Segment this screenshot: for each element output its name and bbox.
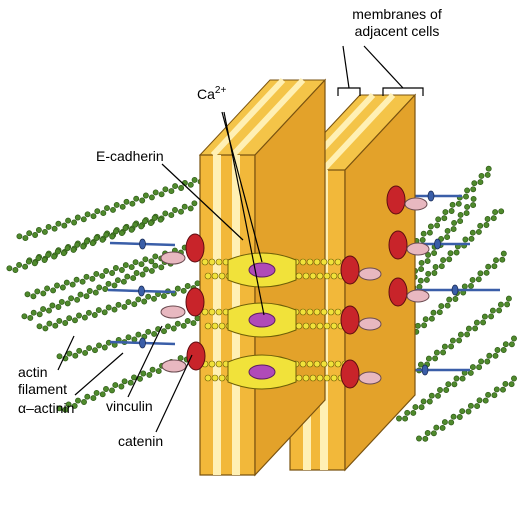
actin-filament-right (396, 335, 517, 422)
vinculin-label: vinculin (106, 398, 153, 414)
calcium-ion (248, 312, 276, 328)
actin-leader (57, 335, 75, 371)
membrane-leader-right (363, 45, 404, 89)
vinculin (160, 305, 186, 319)
calcium-ion (248, 364, 276, 380)
e-cadherin-dimer (201, 302, 352, 338)
vinculin (406, 289, 430, 303)
vinculin (406, 242, 430, 256)
actin-filament-left (56, 315, 201, 362)
catenin (388, 230, 408, 260)
vinculin (358, 267, 382, 281)
catenin-label: catenin (118, 433, 164, 449)
e-cadherin-dimer (201, 354, 352, 390)
actin-filament-left (36, 280, 201, 332)
membrane-leader-left (342, 45, 350, 89)
catenin-leader (155, 354, 193, 433)
leader-lines (57, 45, 424, 433)
catenin (386, 185, 406, 215)
vinculin (358, 317, 382, 331)
vinculin (160, 251, 186, 265)
catenin (185, 287, 205, 317)
alpha-actinin-label: α–actinin (18, 400, 75, 416)
right-attachment-proteins (340, 185, 430, 389)
catenin (185, 233, 205, 263)
e-cadherin-leader (161, 163, 244, 241)
alpha-actinin-node (421, 364, 429, 376)
alpha-actinin-node (427, 190, 435, 202)
catenin (340, 305, 360, 335)
vinculin-leader (127, 325, 163, 398)
catenin (186, 341, 206, 371)
catenin (340, 359, 360, 389)
vinculin (161, 359, 187, 373)
alpha-actinin-node (138, 285, 145, 297)
calcium-ion (248, 262, 276, 278)
alpha-actinin-node (451, 284, 459, 296)
e-cadherin-label: E-cadherin (96, 148, 164, 164)
left-attachment-proteins (160, 233, 206, 373)
e-cadherin-bridges (201, 252, 352, 390)
actin-filament-right (416, 375, 517, 442)
vinculin (358, 371, 382, 385)
calcium-leader-2 (223, 111, 265, 316)
actin-filament-label: actin filament (18, 364, 68, 397)
actin-filament-left (6, 215, 164, 273)
vinculin (404, 197, 428, 211)
membrane-bracket-left (337, 87, 361, 96)
alpha-actinin-leader (74, 352, 124, 396)
alpha-actinin-node (139, 238, 146, 250)
left-actin-filaments (6, 176, 204, 413)
catenin (340, 255, 360, 285)
actin-filament-left (21, 259, 174, 321)
membranes-label: membranes of adjacent cells (352, 6, 442, 39)
calcium-label: Ca2+ (197, 85, 227, 103)
alpha-actinin-node (434, 238, 441, 250)
alpha-actinin-node (139, 337, 146, 349)
catenin (388, 277, 408, 307)
